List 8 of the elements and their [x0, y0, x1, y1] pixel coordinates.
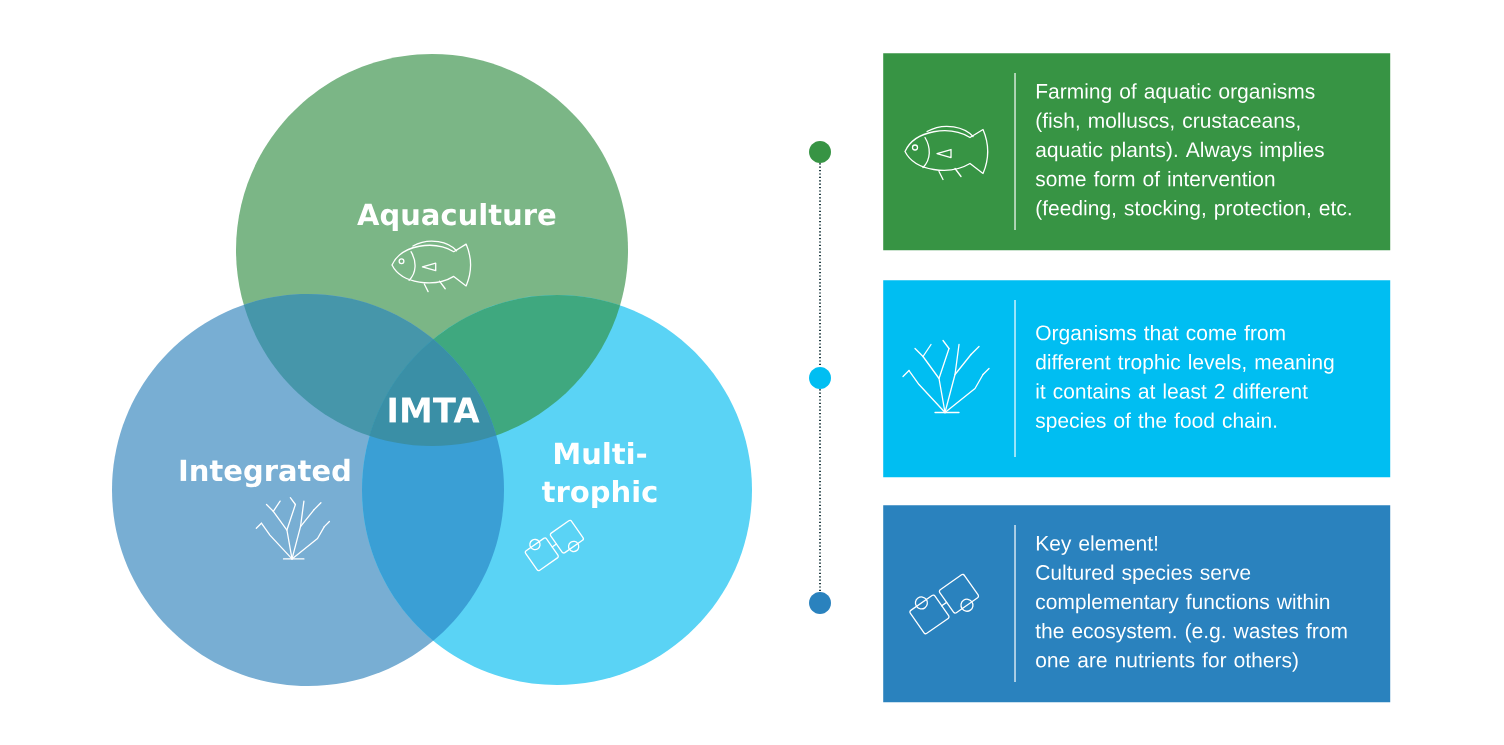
info-box: Farming of aquatic organisms (fish, molluscs, crustaceans, aquatic plants). Always implies some form of intervention (feeding, stocking, protection, etc. [883, 53, 1391, 251]
dotted-connector [819, 388, 821, 593]
info-box: Key element! Cultured species serve complementary functions within the ecosystem. (e.g. wastes from one are nutrients for others) [883, 505, 1391, 703]
timeline-dot [809, 592, 831, 614]
info-box: Organisms that come from different trophic levels, meaning it contains at least 2 different species of the food chain. [883, 280, 1391, 478]
dotted-connector [819, 162, 821, 368]
timeline-dot [809, 367, 831, 389]
timeline-dot [809, 141, 831, 163]
